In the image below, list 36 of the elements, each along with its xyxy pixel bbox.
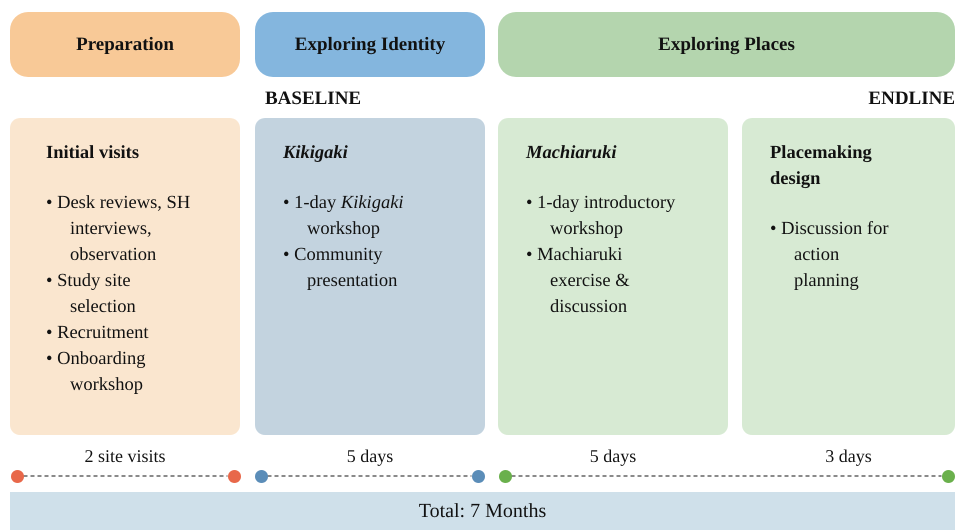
timeline-dot <box>498 470 512 482</box>
phase-header: Preparation <box>10 12 240 77</box>
milestone-label: BASELINE <box>265 88 362 109</box>
bullet-text: • Onboarding workshop <box>46 349 146 395</box>
card-title: Machiaruki <box>526 143 616 163</box>
bullet-text: • Study site selection <box>46 271 136 317</box>
timeline-dot <box>228 470 240 482</box>
duration-label: 2 site visits <box>84 446 166 466</box>
phase-header: Exploring Places <box>498 12 955 77</box>
phase-header: Exploring Identity <box>255 12 485 77</box>
activity-card <box>255 118 485 435</box>
card-title: Initial visits <box>46 143 140 163</box>
card-title: Placemaking design <box>770 143 872 189</box>
dashed-timeline-line <box>24 475 228 477</box>
bullet-text: • Machiaruki exercise & discussion <box>526 245 631 317</box>
activity-card <box>742 118 955 435</box>
duration-label: 3 days <box>825 446 872 466</box>
dashed-timeline-line <box>512 475 942 477</box>
bullet-text: • Discussion for action planning <box>770 219 890 291</box>
timeline-dot <box>942 470 954 482</box>
bullet-text: • Community presentation <box>283 245 398 291</box>
bullet-text: • 1-day Kikigaki workshop <box>283 193 405 239</box>
timeline-dot <box>254 470 268 482</box>
total-band: Total: 7 Months <box>10 492 955 530</box>
timeline-dot <box>472 470 484 482</box>
duration-label: 5 days <box>590 446 636 466</box>
duration-label: 5 days <box>346 446 394 466</box>
bullet-text: • Recruitment <box>46 323 149 343</box>
timeline-dot <box>10 470 24 482</box>
dashed-timeline-line <box>268 475 472 477</box>
activity-card <box>498 118 728 435</box>
bullet-text: • 1-day introductory workshop <box>526 193 676 239</box>
bullet-text: • Desk reviews, SH interviews, observation <box>46 193 192 265</box>
milestone-label: ENDLINE <box>868 88 955 109</box>
card-title: Kikigaki <box>283 143 348 163</box>
activity-card <box>10 118 240 435</box>
